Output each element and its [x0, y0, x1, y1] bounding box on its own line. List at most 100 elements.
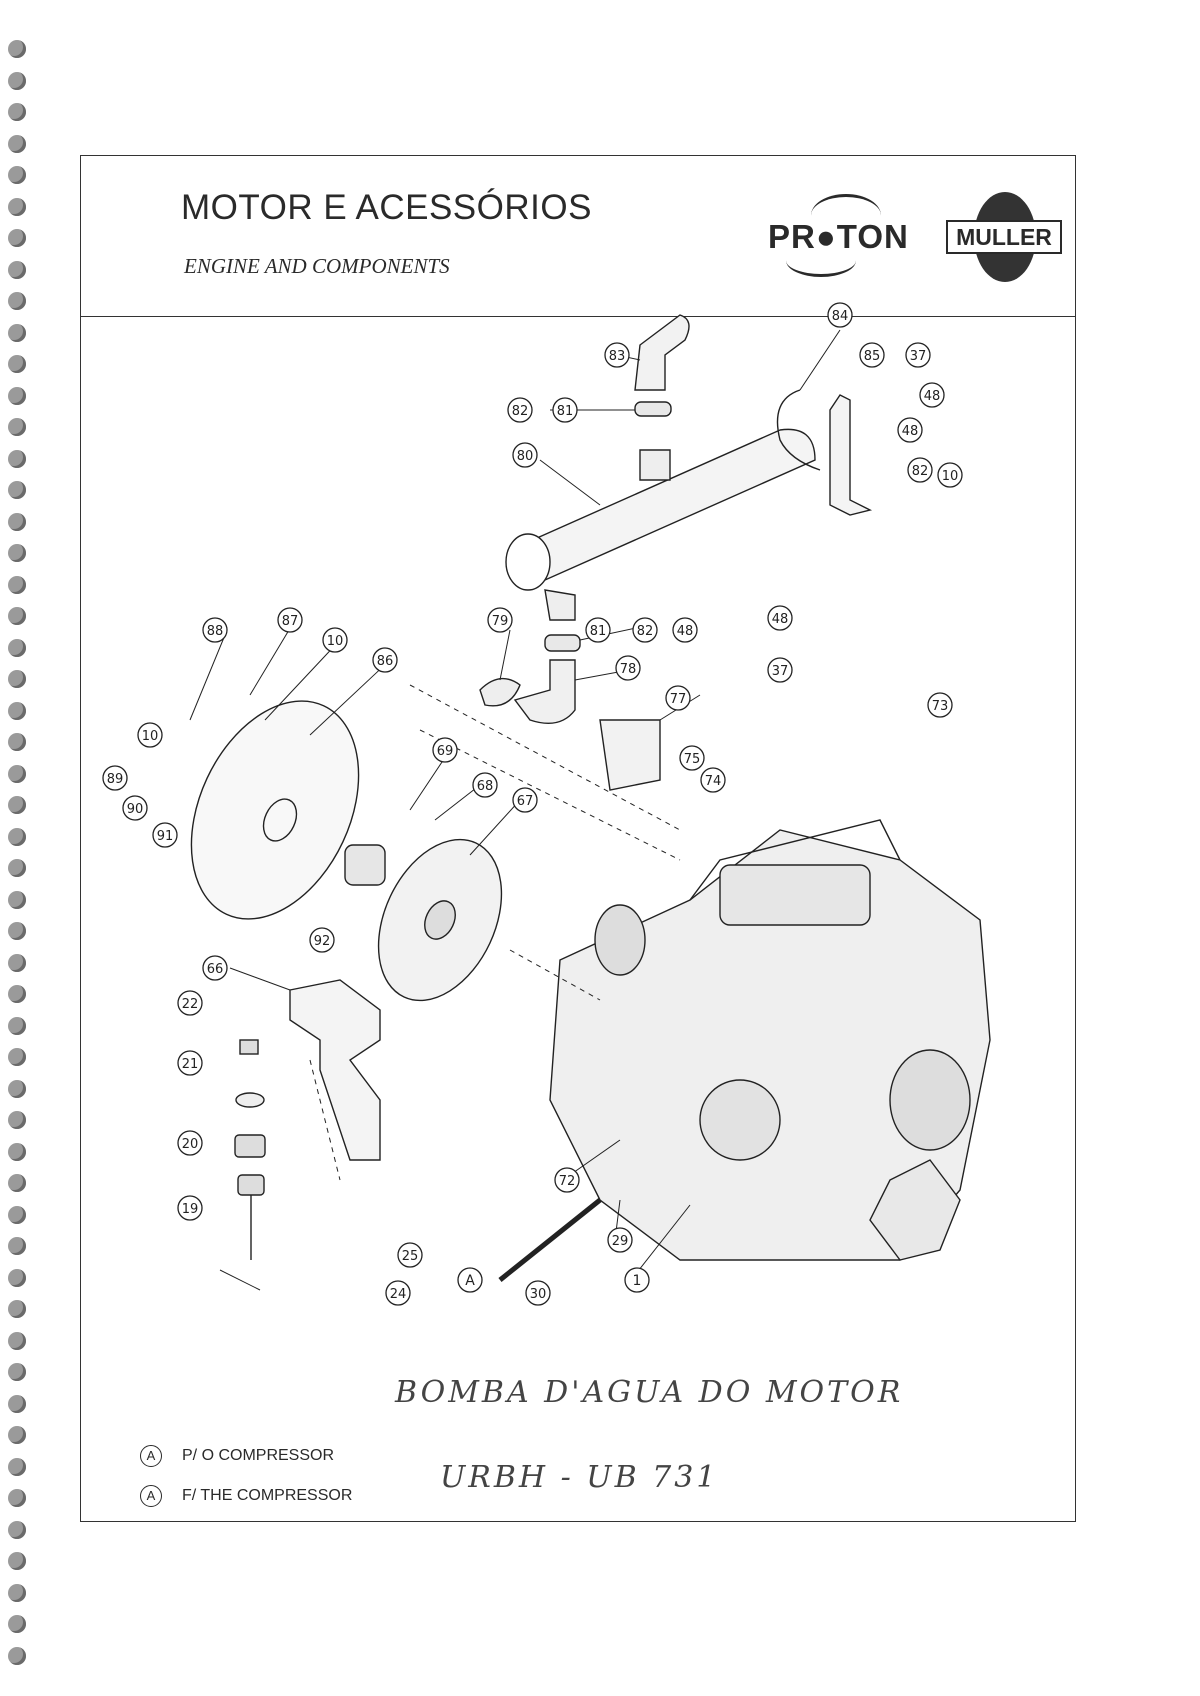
- proton-logo-arc-top: [811, 194, 881, 237]
- binding-ring: [8, 1300, 26, 1318]
- callout-label: 66: [207, 962, 224, 977]
- callout-circle: [202, 617, 228, 643]
- callout-label: 78: [620, 662, 637, 677]
- binding-ring: [8, 1142, 26, 1161]
- binding-ring: [8, 71, 26, 90]
- binding-ring: [8, 323, 26, 342]
- binding-ring: [8, 134, 26, 153]
- binding-ring: [8, 1237, 26, 1255]
- binding-ring: [8, 607, 26, 625]
- callout-label: 92: [314, 934, 331, 949]
- binding-ring: [8, 544, 26, 562]
- binding-ring: [8, 1268, 26, 1287]
- callout-label: 82: [512, 404, 529, 419]
- callout-label: 48: [924, 389, 941, 404]
- callout-label: 48: [772, 612, 789, 627]
- muller-logo-text: MULLER: [946, 220, 1062, 254]
- binding-ring: [8, 1016, 26, 1035]
- callout-circle: [919, 382, 945, 408]
- binding-ring: [8, 985, 26, 1003]
- fan: [869, 1159, 961, 1261]
- callout-label: 74: [705, 774, 722, 789]
- bracket-77: [599, 719, 661, 791]
- callout-circle: [512, 787, 538, 813]
- callout-label: 77: [670, 692, 687, 707]
- binding-ring: [8, 764, 26, 783]
- callout-circle: [672, 617, 698, 643]
- washer-21: [235, 1092, 265, 1108]
- page-subtitle: ENGINE AND COMPONENTS: [184, 254, 450, 278]
- callout-circle: [897, 417, 923, 443]
- clamp-81-bottom: [544, 634, 581, 652]
- callout-circle: [512, 442, 538, 468]
- binding-ring: [8, 481, 26, 499]
- binding-ring: [8, 1394, 26, 1413]
- flywheel-hub: [262, 798, 298, 842]
- clamp-79: [479, 677, 521, 707]
- muffler-end: [505, 533, 551, 591]
- callout-circle: [309, 927, 335, 953]
- callout-label: 89: [107, 772, 124, 787]
- callout-circle: [665, 685, 691, 711]
- callout-label: 79: [492, 614, 509, 629]
- callout-circle: [679, 745, 705, 771]
- parts-sheet: MOTOR E ACESSÓRIOS ENGINE AND COMPONENTS…: [80, 155, 1076, 1522]
- callout-circle: [615, 655, 641, 681]
- callout-label: 30: [530, 1287, 547, 1302]
- callout-label: 80: [517, 449, 534, 464]
- binding-ring: [8, 1520, 26, 1539]
- callout-label: 37: [910, 349, 927, 364]
- binding-ring: [8, 890, 26, 909]
- gear-92: [344, 844, 386, 886]
- bushing-20: [234, 1134, 266, 1158]
- binding-ring: [8, 1646, 26, 1665]
- binding-ring: [8, 1205, 26, 1224]
- callout-label: 10: [142, 729, 159, 744]
- binding-ring: [8, 512, 26, 531]
- callout-label: 10: [327, 634, 344, 649]
- binding-ring: [8, 1363, 26, 1381]
- engine-mount-66: [289, 979, 381, 1161]
- callout-label: 73: [932, 699, 949, 714]
- handwritten-note-2: URBH - UB 731: [440, 1460, 719, 1495]
- callout-circle: [604, 342, 630, 368]
- callout-circle: [457, 1267, 483, 1293]
- callout-label: 85: [864, 349, 881, 364]
- callout-label: 90: [127, 802, 144, 817]
- callout-label: 81: [557, 404, 574, 419]
- binding-ring: [8, 40, 26, 58]
- binding-ring: [8, 796, 26, 814]
- binding-ring: [8, 575, 26, 594]
- binding-ring: [8, 197, 26, 216]
- binding-ring: [8, 827, 26, 846]
- callout-label: 69: [437, 744, 454, 759]
- callout-circle: [472, 772, 498, 798]
- binding-ring: [8, 733, 26, 751]
- callout-circle: [767, 657, 793, 683]
- callout-label: 21: [182, 1057, 199, 1072]
- engine-pulley: [889, 1049, 971, 1151]
- callout-label: 1: [633, 1273, 642, 1289]
- binding-ring: [8, 1489, 26, 1507]
- callout-label: 37: [772, 664, 789, 679]
- legend-text-en: F/ THE COMPRESSOR: [182, 1487, 353, 1504]
- callout-label: 88: [207, 624, 224, 639]
- binding-ring: [8, 1048, 26, 1066]
- callout-label: 29: [612, 1234, 629, 1249]
- callout-label: 75: [684, 752, 701, 767]
- engine-cover: [719, 864, 871, 926]
- callout-circle: [372, 647, 398, 673]
- binding-ring: [8, 1174, 26, 1192]
- callout-label: 25: [402, 1249, 419, 1264]
- callout-circle: [177, 990, 203, 1016]
- callout-label: 87: [282, 614, 299, 629]
- callout-circle: [177, 1050, 203, 1076]
- binding-ring: [8, 229, 26, 247]
- turbo: [594, 904, 646, 976]
- callout-label: 20: [182, 1137, 199, 1152]
- sheet-header: MOTOR E ACESSÓRIOS ENGINE AND COMPONENTS…: [81, 156, 1075, 317]
- callout-circle: [487, 607, 513, 633]
- callout-circle: [827, 302, 853, 328]
- exhaust-elbow-83: [634, 314, 690, 391]
- callout-circle: [859, 342, 885, 368]
